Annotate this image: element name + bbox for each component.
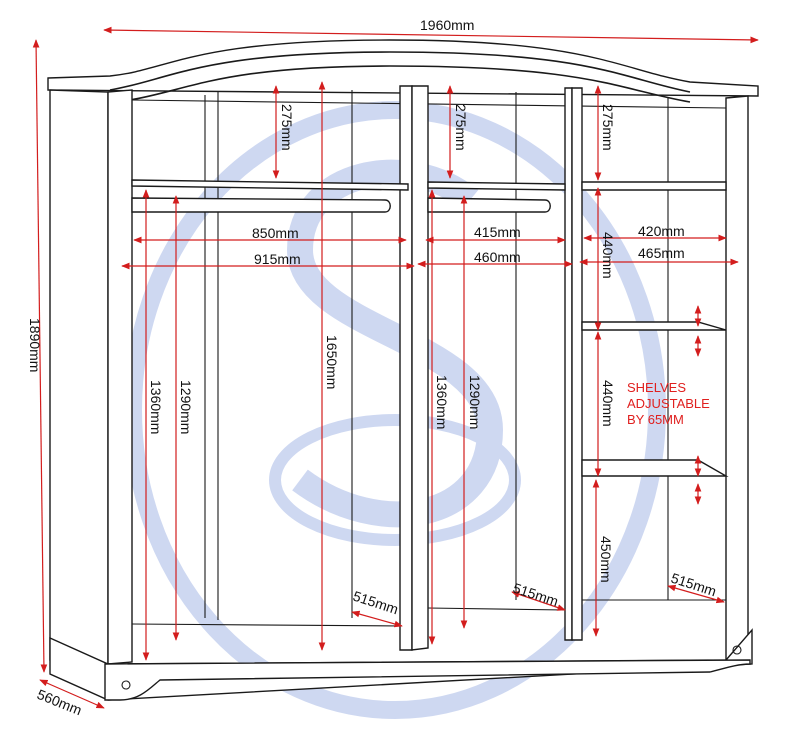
label-left-inner-width: 915mm [254,251,301,267]
label-overall-width: 1960mm [420,17,474,33]
label-middle-rail-height: 1290mm [467,375,483,429]
dimension-lines [32,26,759,709]
wardrobe-outline [47,39,759,701]
label-middle-inner-width: 460mm [474,249,521,265]
label-middle-rail-width: 415mm [474,224,521,240]
label-right-shelf-width: 420mm [638,223,685,239]
label-left-rail-height: 1290mm [178,380,194,434]
label-left-top-space: 275mm [279,104,295,151]
label-left-inner-height: 1360mm [148,380,164,434]
label-right-top-space: 275mm [600,104,616,151]
label-right-shelf-gap-1: 440mm [600,232,616,279]
note-line-3: BY 65MM [627,412,684,427]
label-right-bottom-gap: 450mm [598,536,614,583]
label-middle-top-space: 275mm [453,104,469,151]
shelves-adjustable-note: SHELVES ADJUSTABLE BY 65MM [627,380,710,427]
label-left-rail-width: 850mm [252,225,299,241]
label-overall-depth: 560mm [35,686,84,718]
label-middle-depth: 515mm [511,580,560,610]
label-middle-inner-height: 1360mm [434,375,450,429]
label-left-full-height: 1650mm [324,335,340,389]
label-right-inner-width: 465mm [638,245,685,261]
label-right-depth: 515mm [669,570,718,600]
label-left-depth: 515mm [351,588,400,618]
note-line-2: ADJUSTABLE [627,396,710,411]
label-right-shelf-gap-2: 440mm [600,380,616,427]
label-overall-height: 1890mm [27,318,43,372]
note-line-1: SHELVES [627,380,686,395]
